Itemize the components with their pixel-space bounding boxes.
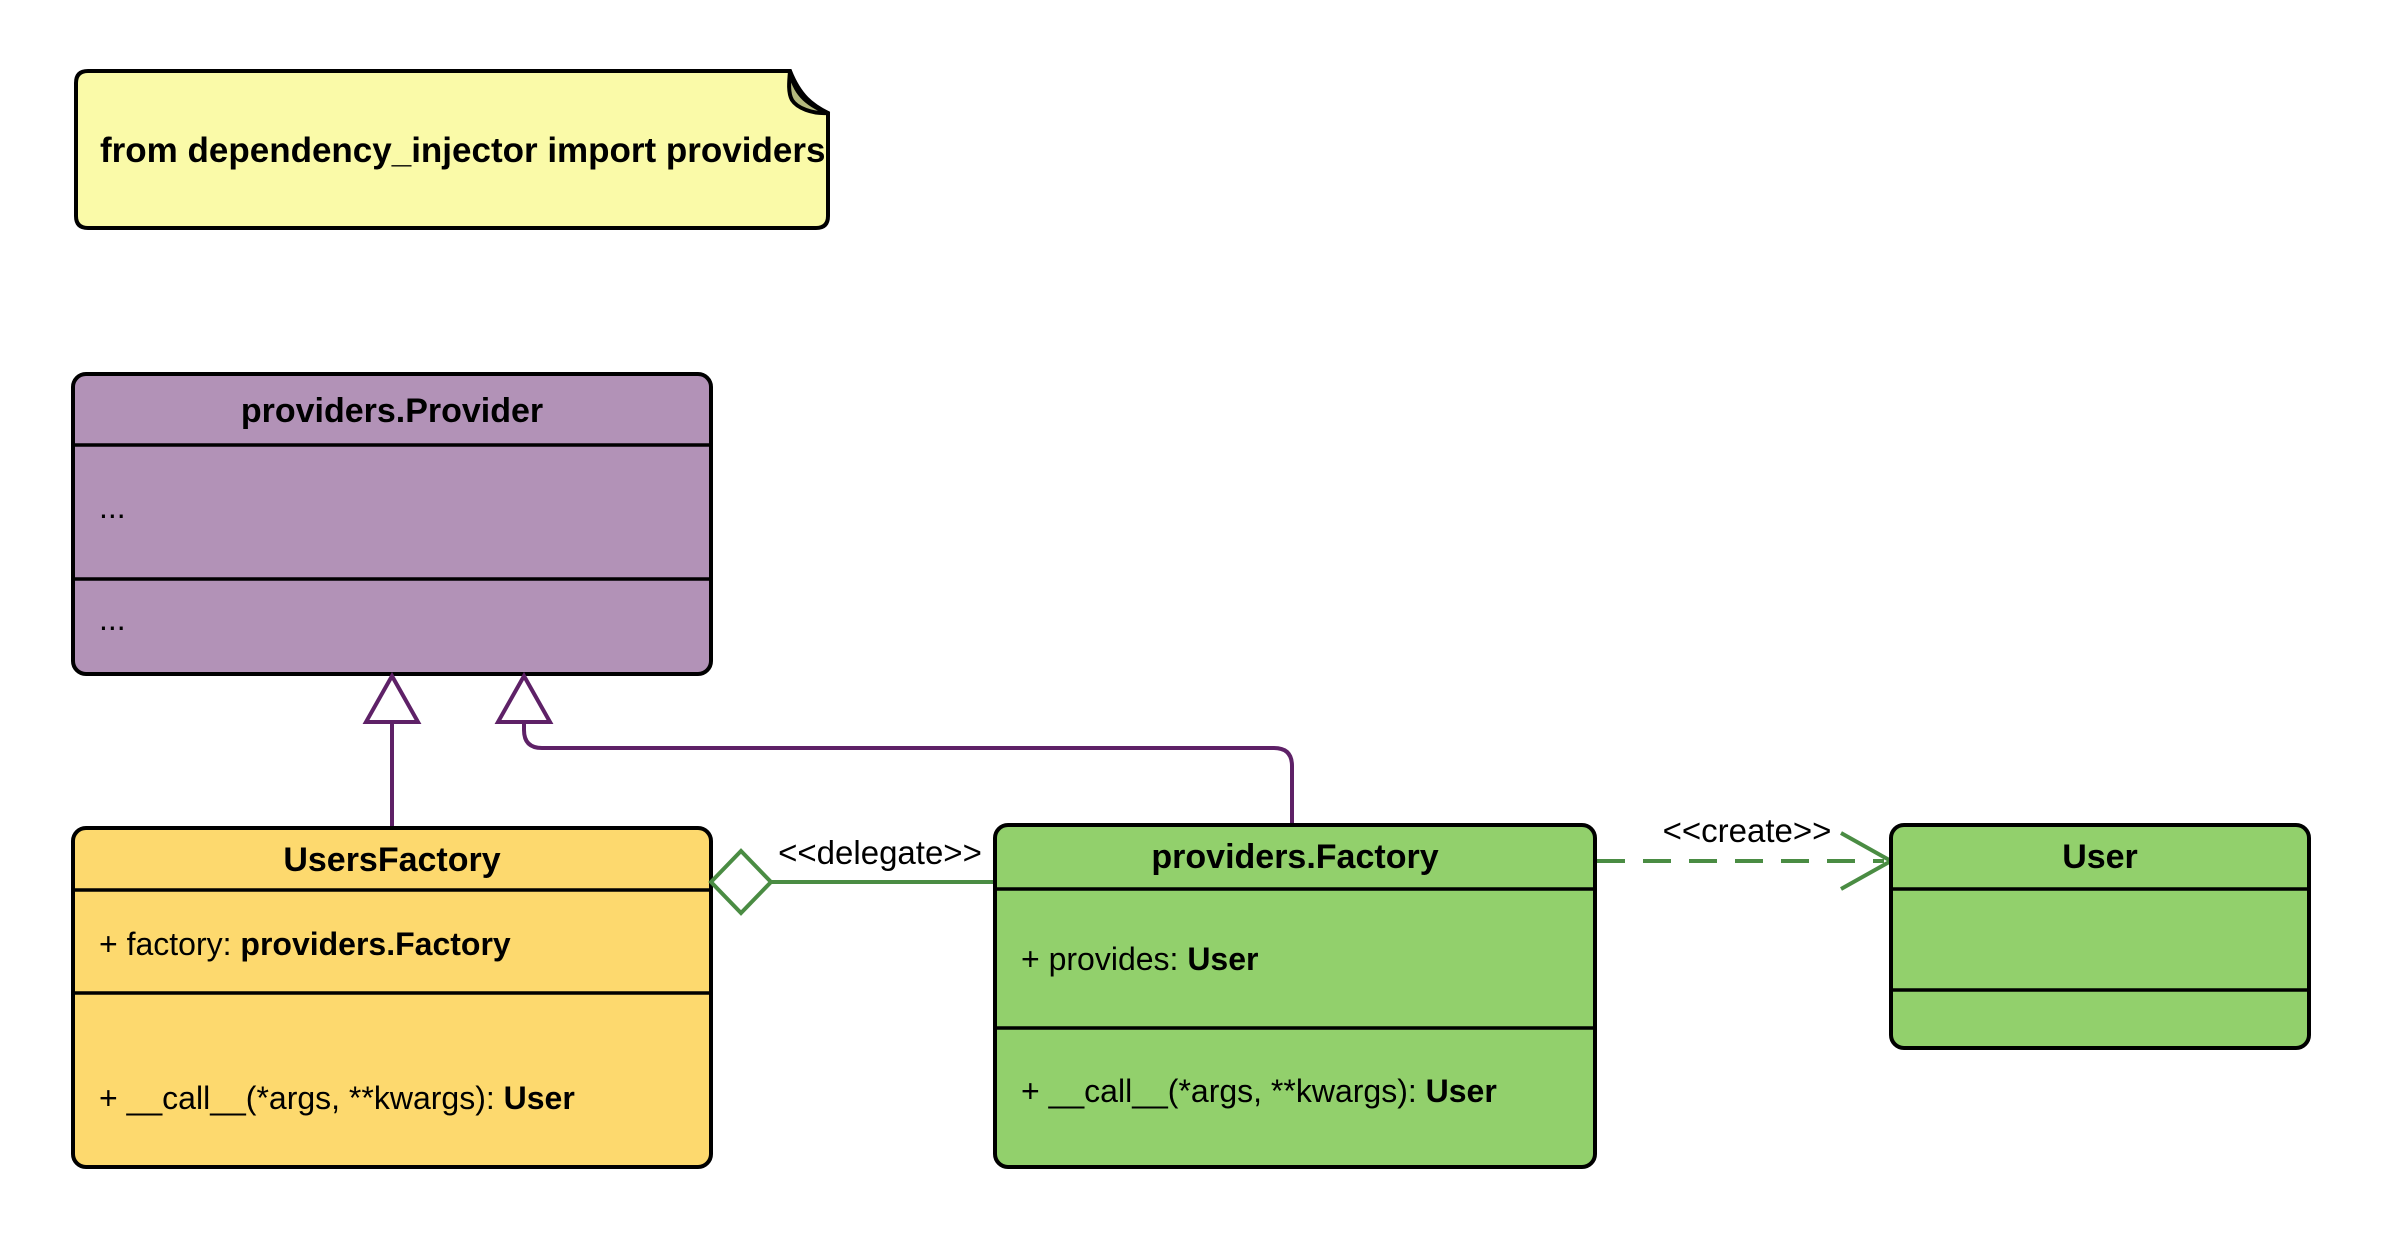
class-providers-factory: providers.Factory + provides: User + __c… <box>993 823 1597 1169</box>
attribute-name: + factory: <box>99 926 240 962</box>
create-edge-label: <<create>> <box>1663 812 1832 849</box>
note-fold-corner-icon <box>787 69 830 116</box>
note-text: from dependency_injector import provider… <box>100 131 825 170</box>
inheritance-triangle-icon <box>362 671 422 724</box>
factory-class-box <box>993 823 1597 1169</box>
inheritance-edge-factory-to-provider <box>494 671 1294 825</box>
delegate-edge-label: <<delegate>> <box>778 834 982 871</box>
user-class-title: User <box>2062 838 2138 876</box>
attribute-name: + provides: <box>1021 941 1187 977</box>
factory-method: + __call__(*args, **kwargs): User <box>1021 1073 1497 1109</box>
class-users-factory: UsersFactory + factory: providers.Factor… <box>71 826 713 1169</box>
create-edge: <<create>> <box>1597 812 1896 891</box>
user-class-box <box>1889 823 2311 1050</box>
method-return-type: User <box>504 1080 575 1116</box>
provider-class-title: providers.Provider <box>241 392 543 430</box>
delegate-edge: <<delegate>> <box>708 834 995 916</box>
inheritance-line-2 <box>522 722 1294 825</box>
method-signature: + __call__(*args, **kwargs): <box>99 1080 504 1116</box>
class-providers-provider: providers.Provider ... ... <box>71 372 713 676</box>
method-return-type: User <box>1426 1073 1497 1109</box>
users-factory-attribute: + factory: providers.Factory <box>99 926 511 962</box>
note: from dependency_injector import provider… <box>74 69 830 230</box>
users-factory-class-title: UsersFactory <box>283 841 500 879</box>
aggregation-diamond-icon <box>708 848 774 916</box>
users-factory-class-box <box>71 826 713 1169</box>
provider-methods-placeholder: ... <box>99 601 126 637</box>
class-user: User <box>1889 823 2311 1050</box>
method-signature: + __call__(*args, **kwargs): <box>1021 1073 1426 1109</box>
attribute-type: User <box>1187 941 1258 977</box>
factory-attribute: + provides: User <box>1021 941 1258 977</box>
provider-attributes-placeholder: ... <box>99 489 126 525</box>
inheritance-triangle-icon <box>494 671 554 724</box>
users-factory-method: + __call__(*args, **kwargs): User <box>99 1080 575 1116</box>
inheritance-edge-usersfactory-to-provider <box>362 671 422 828</box>
factory-class-title: providers.Factory <box>1151 838 1438 876</box>
attribute-type: providers.Factory <box>240 926 511 962</box>
